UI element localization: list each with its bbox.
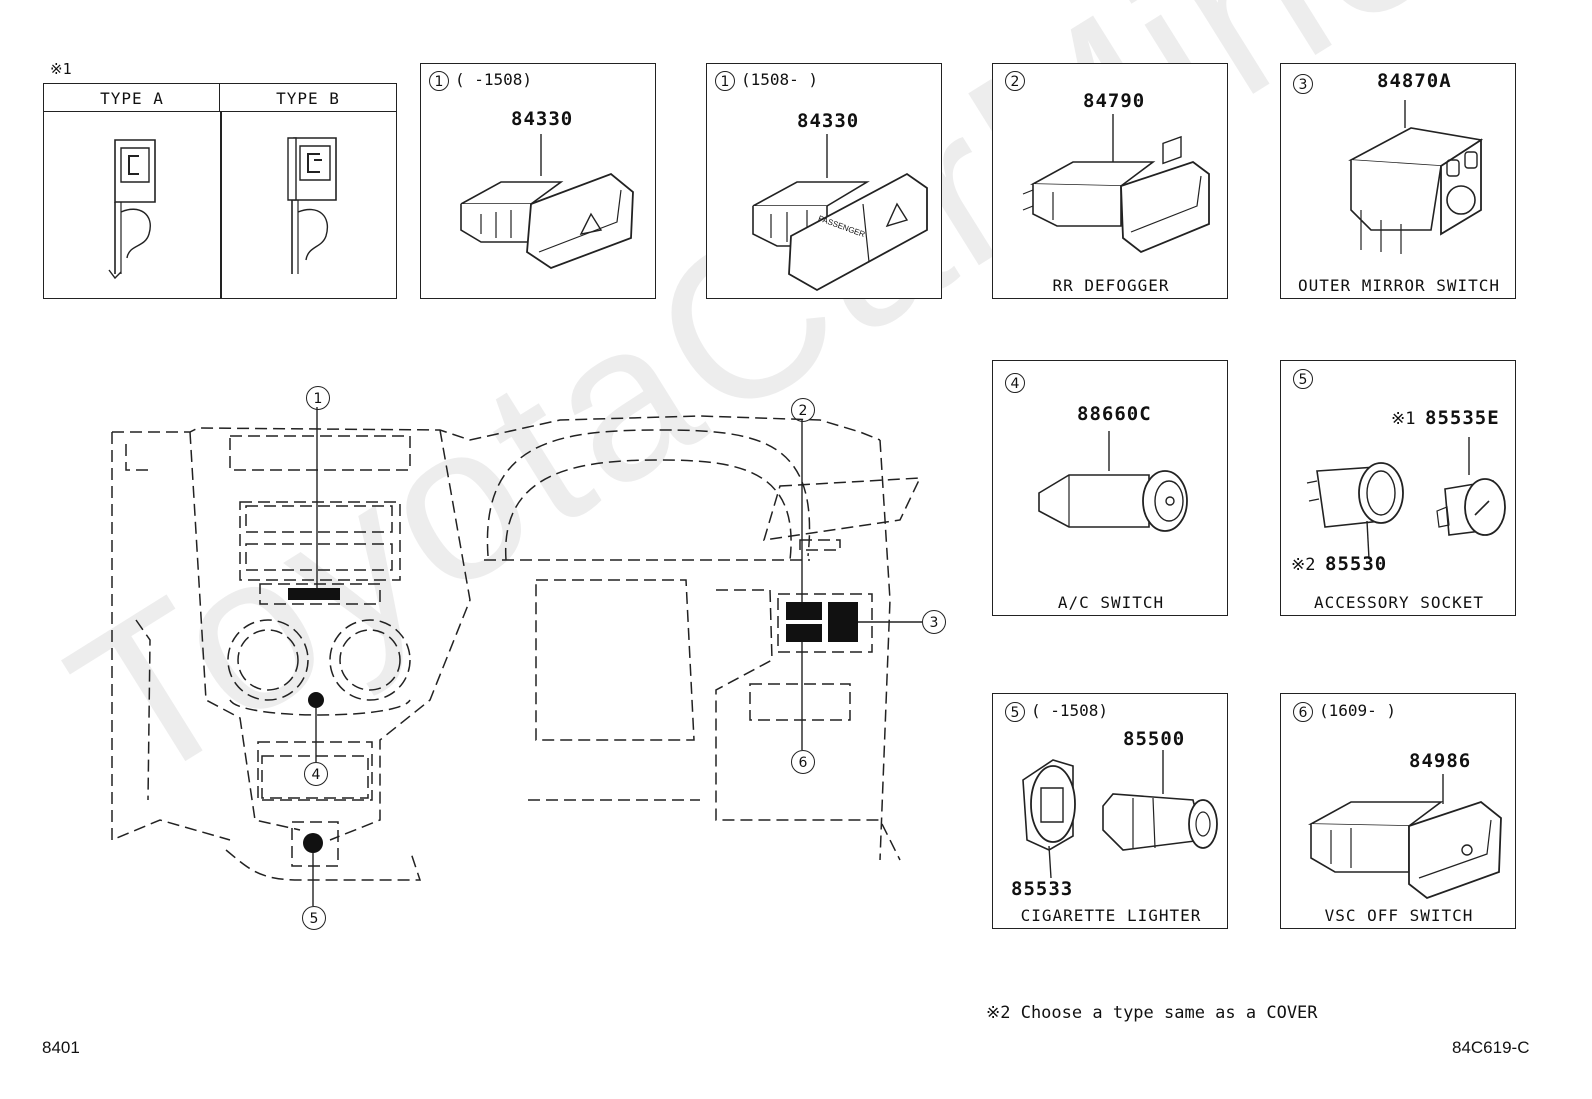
page-code-right: 84C619-C: [1452, 1038, 1530, 1057]
callout-circle: 1: [429, 71, 449, 91]
accessory-socket-drawing: [1297, 431, 1507, 571]
part-number: 84330: [511, 108, 574, 130]
panel-5b: 5 ( -1508) 85500 85533 CIGARETTE LIGHTER: [992, 693, 1228, 929]
component-caption: ACCESSORY SOCKET: [1313, 593, 1485, 612]
rr-defogger-switch-drawing: [1013, 114, 1213, 264]
component-caption: A/C SWITCH: [1057, 593, 1165, 612]
part-number: 85500: [1123, 728, 1186, 750]
callout-1: 1: [306, 386, 330, 410]
part-number: 88660C: [1077, 403, 1152, 425]
callout-4: 4: [304, 762, 328, 786]
panel-1b: 1 (1508- ) 84330 PASSENGER: [706, 63, 942, 299]
panel-3: 3 84870A OUTER MIRROR SWITCH: [1280, 63, 1516, 299]
callout-circle: 6: [1293, 702, 1313, 722]
callout-circle: 2: [1005, 71, 1025, 91]
callout-6: 6: [791, 750, 815, 774]
part-number: 85535E: [1425, 407, 1500, 429]
callout-circle: 5: [1293, 369, 1313, 389]
callout-5: 5: [302, 906, 326, 930]
part-number: 84330: [797, 110, 860, 132]
panel-2: 2 84790 RR DEFOGGER: [992, 63, 1228, 299]
part-number-2: 85533: [1011, 878, 1074, 900]
serial-range: (1609- ): [1319, 701, 1397, 720]
note-mark-2: ※2: [1291, 555, 1316, 575]
note1-mark: ※1: [50, 60, 72, 78]
callout-3: 3: [922, 610, 946, 634]
callout-2: 2: [791, 398, 815, 422]
cigarette-lighter-drawing: [1003, 750, 1223, 880]
callout-circle: 1: [715, 71, 735, 91]
serial-range: ( -1508): [455, 70, 533, 89]
footnote: ※2 Choose a type same as a COVER: [986, 1003, 1318, 1023]
hazard-switch-drawing: [441, 134, 641, 284]
outer-mirror-switch-drawing: [1321, 100, 1501, 254]
part-number: 84790: [1083, 90, 1146, 112]
panel-4: 4 88660C A/C SWITCH: [992, 360, 1228, 616]
serial-range: ( -1508): [1031, 701, 1109, 720]
part-number: 84870A: [1377, 70, 1452, 92]
type-b-label: TYPE B: [276, 89, 340, 108]
passenger-hazard-switch-drawing: [727, 134, 937, 294]
page-code-left: 8401: [42, 1038, 80, 1057]
serial-range: (1508- ): [741, 70, 819, 89]
component-caption: VSC OFF SWITCH: [1324, 906, 1474, 925]
type-a-clip-drawing: [99, 134, 169, 284]
component-caption: OUTER MIRROR SWITCH: [1297, 276, 1501, 295]
panel-6: 6 (1609- ) 84986 VSC OFF SWITCH: [1280, 693, 1516, 929]
vsc-off-switch-drawing: [1301, 774, 1511, 904]
callout-circle: 3: [1293, 74, 1313, 94]
part-number-2: 85530: [1325, 553, 1388, 575]
ac-switch-drawing: [1029, 431, 1209, 541]
note-mark-1: ※1: [1391, 409, 1416, 429]
component-caption: CIGARETTE LIGHTER: [1020, 906, 1202, 925]
panel-1a: 1 ( -1508) 84330: [420, 63, 656, 299]
type-b-clip-drawing: [274, 132, 354, 282]
type-a-label: TYPE A: [100, 89, 164, 108]
panel-5a: 5 ※1 85535E ※2 85530 ACCESSORY SOCKET: [1280, 360, 1516, 616]
type-table: TYPE A TYPE B: [43, 83, 397, 299]
component-caption: RR DEFOGGER: [1052, 276, 1170, 295]
callout-circle: 4: [1005, 373, 1025, 393]
part-number: 84986: [1409, 750, 1472, 772]
callout-circle: 5: [1005, 702, 1025, 722]
